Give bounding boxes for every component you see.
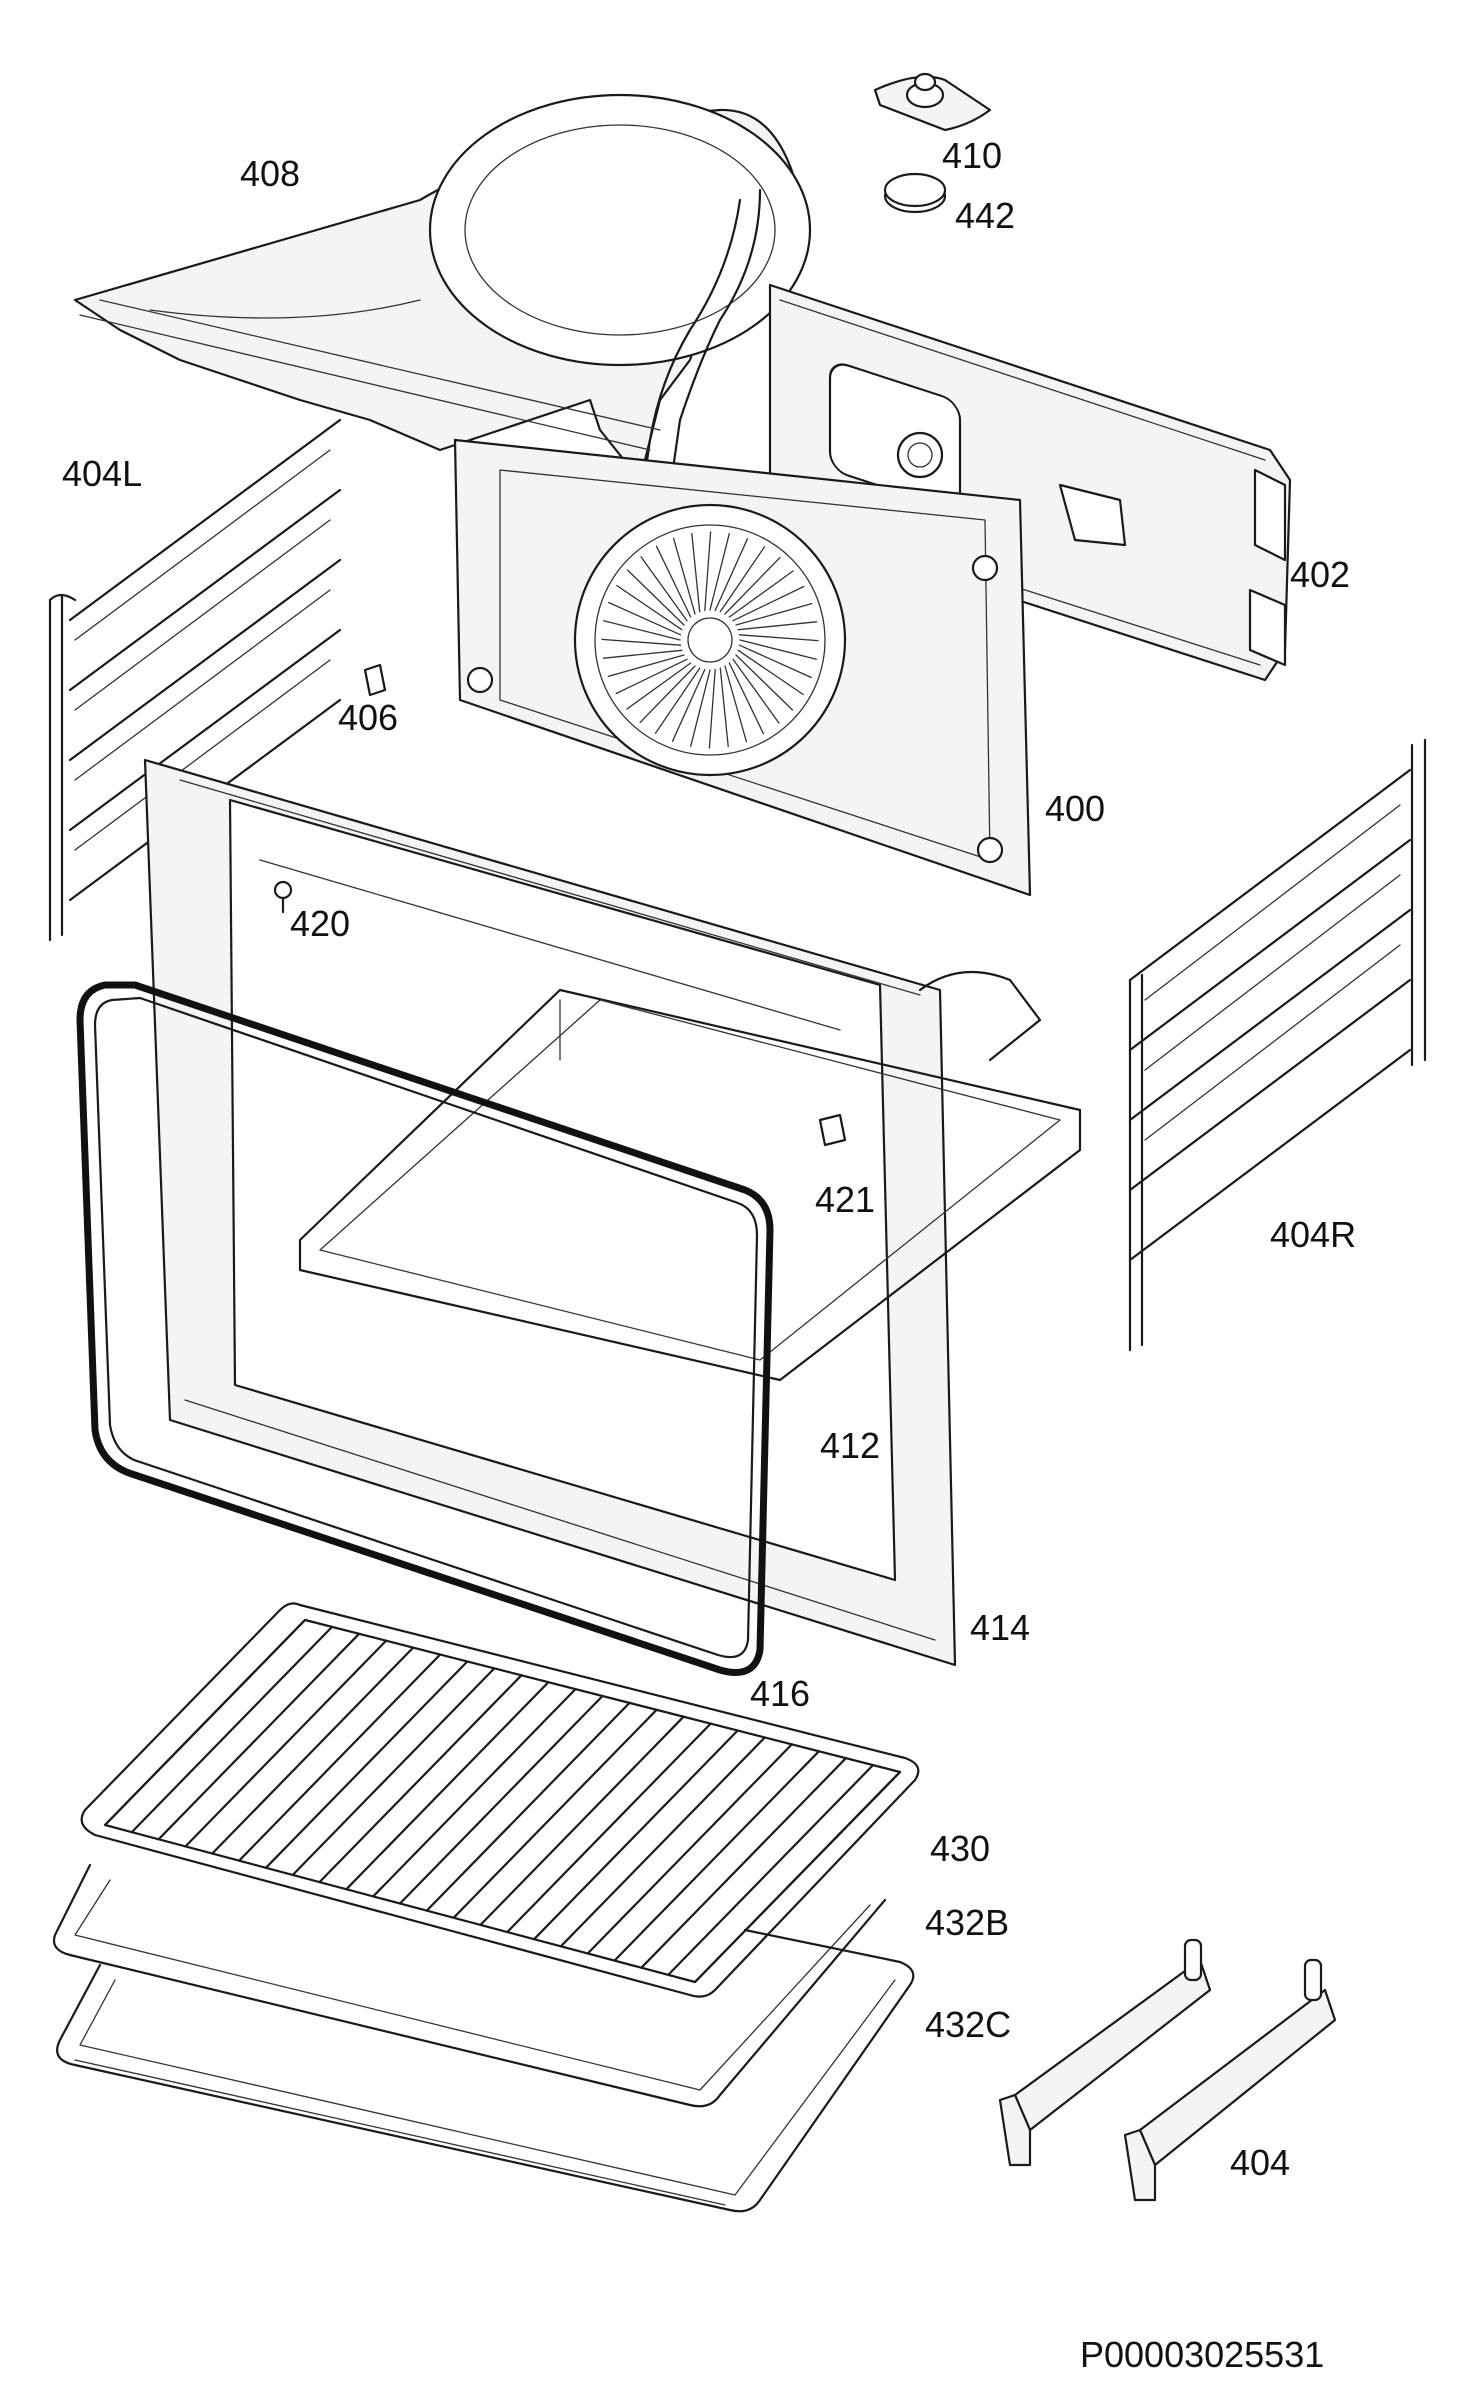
document-id: P00003025531 — [1080, 2334, 1325, 2375]
grid-bar — [640, 1757, 847, 1969]
label-400: 400 — [1045, 788, 1106, 829]
fan-slot — [708, 668, 716, 749]
fan-slot — [714, 538, 749, 612]
fan-slot — [732, 585, 805, 622]
fan-slot — [737, 621, 818, 631]
fan-slot — [626, 569, 685, 626]
grid-bar — [238, 1653, 442, 1862]
fan-slot — [608, 601, 682, 636]
part-408-fan-cover — [73, 93, 812, 514]
grid-bar — [264, 1660, 469, 1869]
fan-slot — [732, 658, 780, 724]
grid-bar — [345, 1681, 550, 1891]
part-416-door-seal — [76, 981, 774, 1676]
fan-slot — [719, 546, 766, 613]
grid-bar — [667, 1764, 875, 1976]
label-432C: 432C — [925, 2004, 1012, 2045]
label-404: 404 — [1230, 2142, 1291, 2183]
part-404L-left-shelf-support — [48, 418, 342, 942]
fan-slot — [626, 662, 692, 710]
grid-bar — [559, 1736, 766, 1948]
fan-slot — [672, 537, 696, 615]
grid-bar — [506, 1722, 712, 1934]
label-404L: 404L — [62, 453, 143, 494]
part-442-seal-disc — [883, 172, 947, 214]
part-404R-right-shelf-support — [1128, 738, 1427, 1352]
fan-slot — [616, 584, 683, 631]
part-402-rear-rail — [768, 283, 1292, 682]
fan-slots — [601, 531, 819, 749]
fan-slot — [639, 665, 696, 724]
label-402: 402 — [1290, 554, 1351, 595]
fan-slot — [728, 662, 765, 735]
fan-slot — [709, 533, 730, 611]
fan-slot — [724, 665, 748, 743]
part-432B-tray — [52, 1863, 887, 2108]
fan-slot — [719, 667, 729, 748]
grid-bar — [479, 1715, 685, 1926]
grid-bar — [452, 1708, 658, 1919]
fan-slot — [739, 639, 817, 660]
fan-slot — [735, 602, 813, 626]
label-406: 406 — [338, 697, 399, 738]
fan-slot — [738, 644, 812, 679]
part-432C-baking-tray — [56, 1928, 915, 2213]
fan-slot — [737, 649, 804, 696]
label-421: 421 — [815, 1179, 876, 1220]
fan-slot — [654, 667, 701, 734]
grid-bar — [291, 1667, 496, 1877]
label-430: 430 — [930, 1828, 991, 1869]
fan-slot — [728, 570, 794, 618]
part-421-bolt — [818, 1113, 847, 1147]
fan-slot — [690, 669, 711, 747]
grid-bar — [130, 1625, 334, 1834]
fan-slot — [655, 545, 692, 618]
fan-slot — [704, 531, 712, 612]
grid-bar — [157, 1632, 361, 1841]
fan-slot — [691, 532, 701, 613]
fan-slot — [607, 654, 685, 678]
label-432B: 432B — [925, 1902, 1010, 1943]
grid-bars — [103, 1618, 902, 1984]
label-416: 416 — [750, 1673, 811, 1714]
label-404R: 404R — [1270, 1214, 1357, 1255]
grid-bar — [533, 1729, 739, 1941]
grid-bar — [398, 1694, 604, 1905]
fan-slot — [738, 634, 819, 642]
fan-slot — [601, 638, 682, 646]
fan-slot — [603, 620, 681, 641]
part-430-wire-shelf — [80, 1602, 920, 1998]
grid-bar — [693, 1770, 902, 1984]
grid-bar — [184, 1639, 388, 1848]
grid-bar — [103, 1618, 307, 1827]
grid-bar — [613, 1750, 820, 1962]
label-442: 442 — [955, 195, 1016, 236]
fan-slot — [735, 654, 794, 711]
grid-bar — [211, 1646, 415, 1855]
grid-bar — [586, 1743, 793, 1955]
label-410: 410 — [942, 135, 1003, 176]
part-406-clip — [363, 663, 387, 697]
part-420-screw — [273, 880, 293, 914]
fan-slot — [602, 649, 683, 659]
part-410-motor-bracket — [873, 72, 992, 132]
fan-slot — [615, 658, 688, 695]
fan-slot — [671, 668, 706, 742]
grid-bar — [425, 1701, 631, 1912]
label-412: 412 — [820, 1425, 881, 1466]
fan-slot — [640, 556, 688, 622]
label-420: 420 — [290, 903, 351, 944]
fan-slot — [724, 556, 781, 615]
grid-bar — [372, 1688, 577, 1898]
part-404-telescopic-runners — [998, 1938, 1337, 2202]
label-414: 414 — [970, 1607, 1031, 1648]
part-400-rear-panel — [453, 438, 1032, 897]
label-408: 408 — [240, 153, 301, 194]
grid-bar — [318, 1674, 523, 1884]
